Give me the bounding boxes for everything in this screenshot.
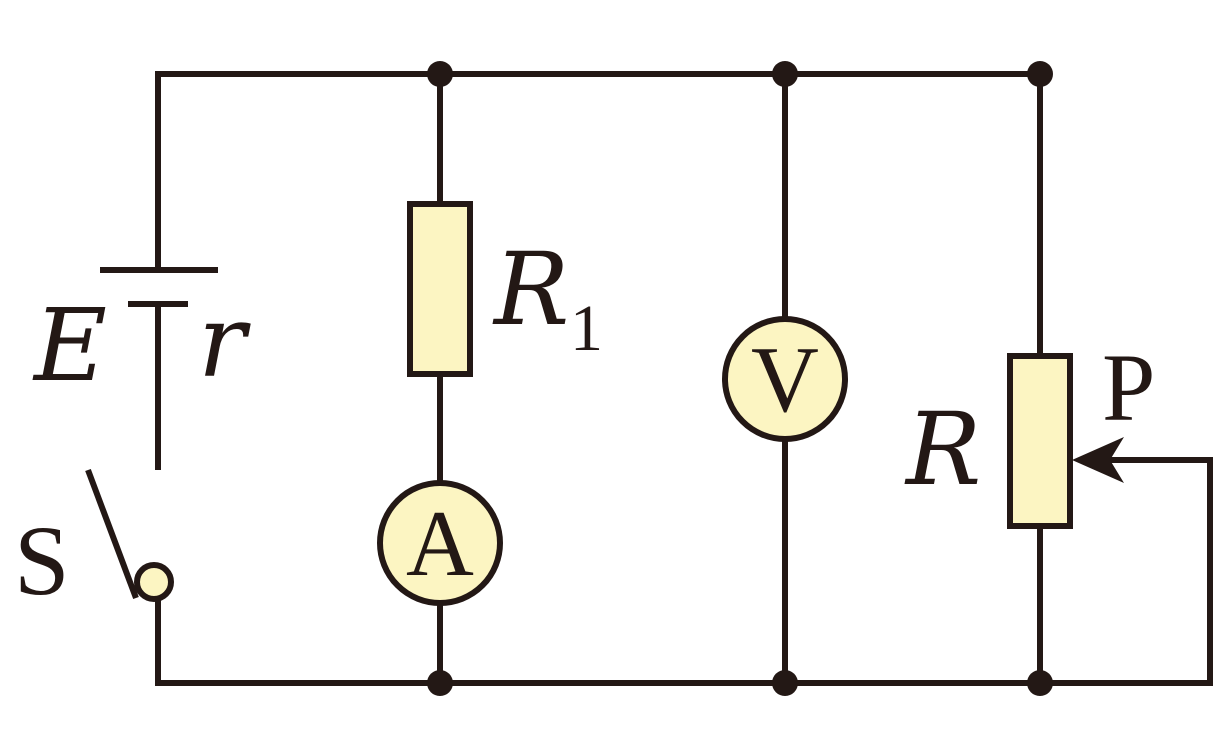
slider-arrow-icon [1072, 437, 1124, 483]
label-r1-subscript: 1 [570, 292, 603, 365]
junction-top-3 [1027, 61, 1053, 87]
label-voltmeter: V [751, 328, 819, 432]
label-switch: S [14, 505, 70, 616]
junction-top-1 [427, 61, 453, 87]
label-ammeter: A [406, 492, 474, 596]
junction-top-2 [772, 61, 798, 87]
label-rheostat: R [904, 391, 981, 508]
junction-bottom-3 [1027, 670, 1053, 696]
label-internal-resistance: r [198, 283, 251, 400]
switch-blade [85, 468, 139, 600]
rheostat-r [1007, 353, 1073, 529]
junction-bottom-1 [427, 670, 453, 696]
label-emf: E [32, 287, 107, 404]
wire-slider-return [1107, 457, 1213, 686]
resistor-r1 [407, 201, 473, 377]
label-slider: P [1102, 334, 1155, 441]
label-r1-letter: R [492, 231, 569, 348]
junction-bottom-2 [772, 670, 798, 696]
switch-contact [134, 562, 174, 602]
